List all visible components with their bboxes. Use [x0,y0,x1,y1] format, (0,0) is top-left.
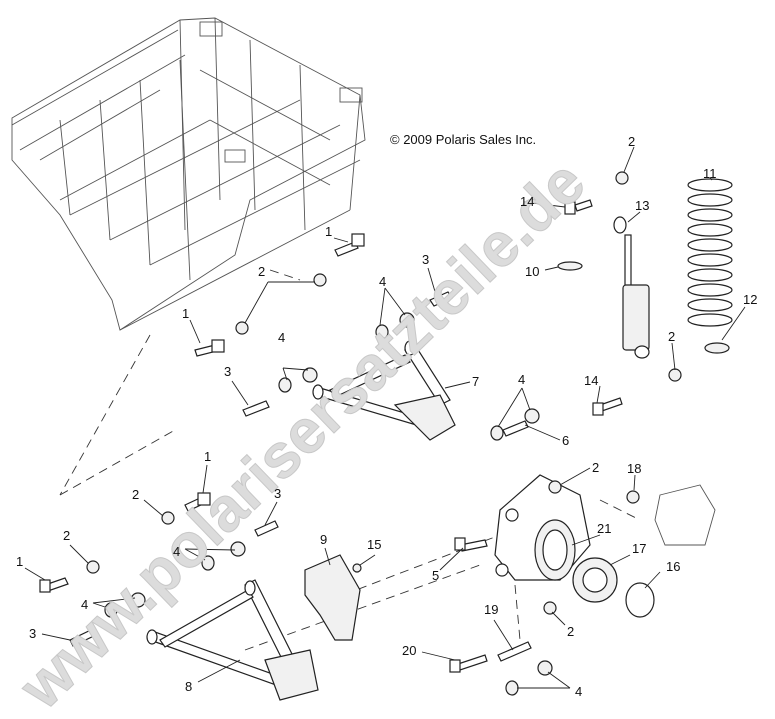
callout: 4 [173,544,180,559]
callout: 14 [584,373,598,388]
callout: 1 [325,224,332,239]
spring-retainer [704,342,730,354]
brake-caliper [654,484,716,546]
callout: 5 [432,568,439,583]
callout: 7 [472,374,479,389]
callout: 2 [132,487,139,502]
callout: 2 [628,134,635,149]
callout: 17 [632,541,646,556]
callout: 16 [666,559,680,574]
leader-lines [24,146,746,689]
callout: 3 [274,486,281,501]
callout: 9 [320,532,327,547]
callout: 15 [367,537,381,552]
callout: 3 [224,364,231,379]
nuts [86,171,682,615]
skid-plate [304,554,361,641]
callout: 2 [668,329,675,344]
washer [557,261,583,271]
callout: 19 [484,602,498,617]
callout: 20 [402,643,416,658]
callout: 4 [379,274,386,289]
shock-absorber [613,216,650,359]
callout: 2 [567,624,574,639]
upper-a-arm [312,340,456,441]
callout: 1 [204,449,211,464]
callout: 10 [525,264,539,279]
callout: 4 [81,597,88,612]
callout: 11 [703,166,717,181]
callout: 18 [627,461,641,476]
callout: 21 [597,521,611,536]
bearing-carrier [494,474,591,581]
callout: 1 [16,554,23,569]
coil-spring [687,178,733,327]
bushings [69,291,553,696]
callout: 2 [258,264,265,279]
callout: 3 [422,252,429,267]
lower-a-arm [146,579,319,701]
copyright-notice: © 2009 Polaris Sales Inc. [390,132,536,147]
callout: 4 [518,372,525,387]
vehicle-frame [11,17,366,331]
callout: 12 [743,292,757,307]
callout: 4 [278,330,285,345]
callout: 1 [182,306,189,321]
bolts [39,199,623,673]
callout: 3 [29,626,36,641]
wheel-bearing [572,557,618,603]
callout: 13 [635,198,649,213]
callout-numbers: 1 2 1 3 4 4 3 7 4 6 2 18 1 2 3 4 2 1 4 3… [16,134,757,699]
callout: 6 [562,433,569,448]
callout: 2 [63,528,70,543]
callout: 2 [592,460,599,475]
callout: 4 [575,684,582,699]
callout: 8 [185,679,192,694]
snap-ring [625,582,655,618]
callout: 14 [520,194,534,209]
